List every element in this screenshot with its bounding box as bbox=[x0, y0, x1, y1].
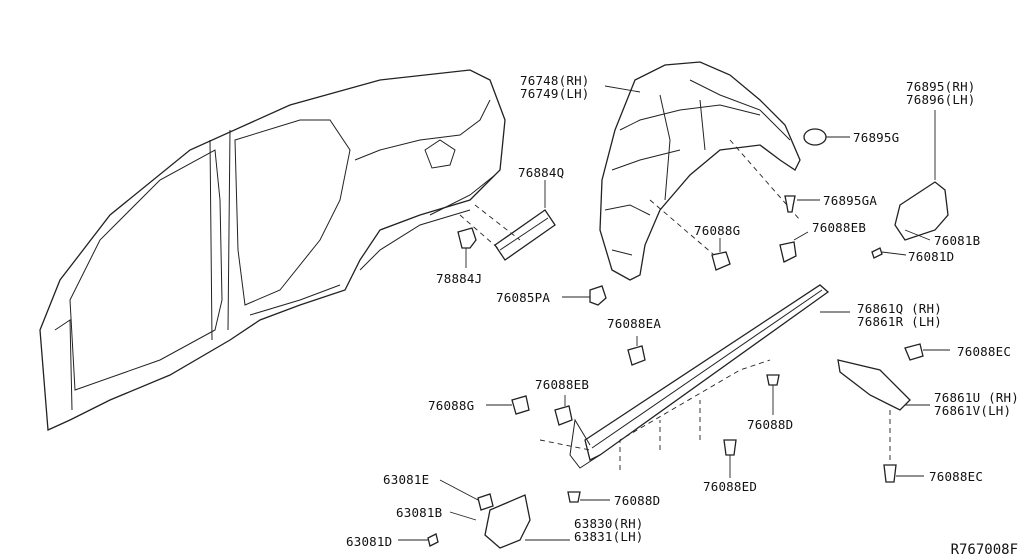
grommet-76895g-part bbox=[803, 128, 850, 146]
clip-76088g-upper-part bbox=[711, 238, 731, 271]
clip-78884j-part bbox=[457, 227, 477, 268]
label-76861q: 76861Q (RH)76861R (LH) bbox=[857, 301, 942, 329]
clip-76088eb-lower-part bbox=[554, 395, 573, 426]
clip-76088d-bottom-part bbox=[567, 491, 610, 503]
label-76088ec-upper: 76088EC bbox=[957, 344, 1012, 359]
label-76088g-lower: 76088G bbox=[428, 398, 475, 413]
label-76088ea: 76088EA bbox=[607, 316, 662, 331]
wheel-house-liner-part bbox=[599, 61, 801, 281]
mud-guard-63830-part bbox=[398, 479, 570, 549]
label-76088eb-lower: 76088EB bbox=[535, 377, 590, 392]
trim-76884q-part bbox=[494, 209, 556, 261]
clip-76088g-lower-part bbox=[486, 395, 530, 415]
label-76895ga: 76895GA bbox=[823, 193, 878, 208]
label-78884j: 78884J bbox=[436, 271, 483, 286]
label-76081b: 76081B bbox=[934, 233, 981, 248]
label-76088d-right: 76088D bbox=[747, 417, 794, 432]
label-76861u: 76861U (RH)76861V(LH) bbox=[934, 390, 1019, 418]
label-76895g: 76895G bbox=[853, 130, 900, 145]
clip-76088ea-part bbox=[627, 336, 646, 366]
label-63830: 63830(RH)63831(LH) bbox=[574, 516, 644, 544]
label-76088d-bottom: 76088D bbox=[614, 493, 661, 508]
label-76081d: 76081D bbox=[908, 249, 955, 264]
clip-76088eb-upper-part bbox=[779, 231, 809, 263]
sill-molding-76861q-part bbox=[569, 284, 830, 469]
label-76085pa: 76085PA bbox=[496, 290, 551, 305]
clip-76085pa-part bbox=[562, 285, 607, 306]
clip-76088ed-part bbox=[723, 439, 737, 478]
body-side-outer-panel bbox=[39, 69, 506, 431]
mud-guard-76895-part bbox=[871, 110, 949, 259]
label-76088g-upper: 76088G bbox=[694, 223, 741, 238]
clip-76088ec-lower-part bbox=[883, 464, 924, 483]
rear-splash-76861u-part bbox=[837, 359, 930, 411]
label-76895: 76895(RH)76896(LH) bbox=[906, 79, 976, 107]
label-76748: 76748(RH)76749(LH) bbox=[520, 73, 590, 101]
clip-76088d-right-part bbox=[766, 374, 780, 415]
label-63081b: 63081B bbox=[396, 505, 443, 520]
label-76088ed: 76088ED bbox=[703, 479, 758, 494]
label-76884q: 76884Q bbox=[518, 165, 565, 180]
label-76088ec-lower: 76088EC bbox=[929, 469, 984, 484]
label-63081e: 63081E bbox=[383, 472, 430, 487]
screw-76895ga-part bbox=[784, 195, 820, 213]
label-63081d: 63081D bbox=[346, 534, 393, 549]
label-76088eb-upper: 76088EB bbox=[812, 220, 867, 235]
diagram-code: R767008F bbox=[950, 542, 1018, 558]
clip-76088ec-upper-part bbox=[904, 343, 950, 361]
